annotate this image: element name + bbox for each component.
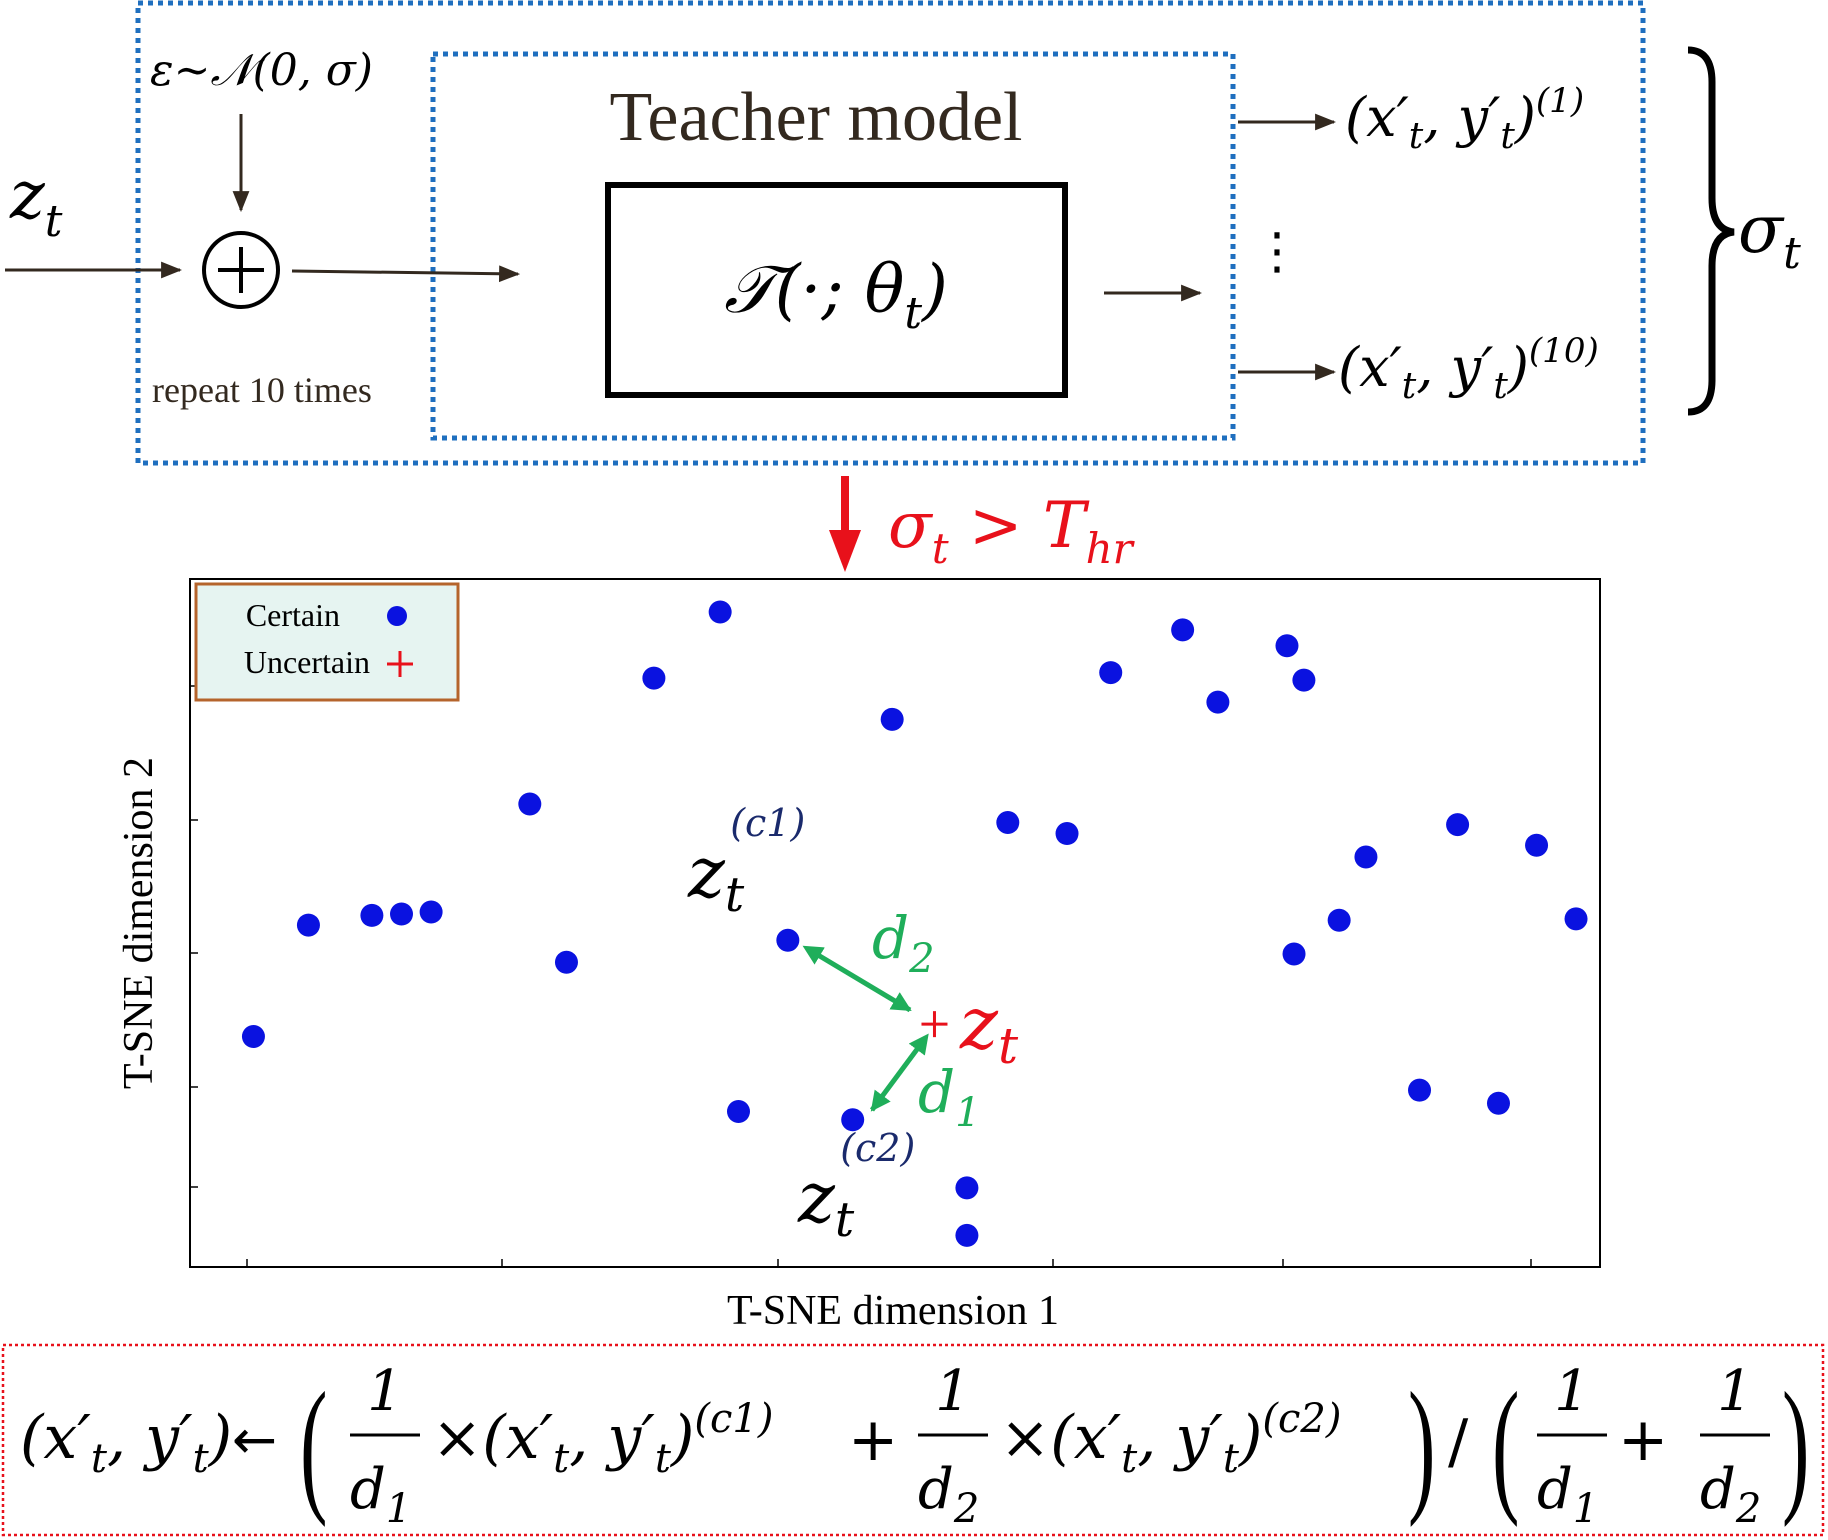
outer-dotted-box <box>135 0 1646 466</box>
equation-plus-2: + <box>1618 1405 1668 1475</box>
certain-point <box>708 600 732 624</box>
zc2-label: zt(c2) <box>797 1126 915 1248</box>
uncertain-point <box>921 1011 948 1038</box>
certain-point <box>241 1025 265 1049</box>
legend-label-uncertain: Uncertain <box>244 644 370 680</box>
equation-slash: / <box>1448 1407 1469 1477</box>
equation-open-paren-1: ( <box>300 1362 327 1528</box>
repeat-label: repeat 10 times <box>152 370 372 410</box>
condition-arrow-head <box>829 530 861 572</box>
frac2-num: 1 <box>935 1359 971 1424</box>
certain-point <box>360 903 384 927</box>
certain-point <box>1055 822 1079 846</box>
certain-point <box>1354 845 1378 869</box>
legend-label-certain: Certain <box>246 597 340 633</box>
certain-point <box>1408 1078 1432 1102</box>
certain-point <box>841 1108 865 1132</box>
certain-point <box>1275 634 1299 658</box>
y-axis-label: T-SNE dimension 2 <box>116 757 162 1089</box>
output-1-label: (x′t, y′t)(1) <box>1345 81 1584 157</box>
equation-dotted-box <box>1 1343 1825 1537</box>
certain-point <box>1206 690 1230 714</box>
certain-point <box>1446 813 1470 837</box>
certain-point <box>880 707 904 731</box>
teacher-model-expr: 𝒯(·; θt) <box>724 251 948 339</box>
output-ellipsis: ⋮ <box>1252 222 1302 280</box>
teacher-title: Teacher model <box>610 79 1023 156</box>
d1-label: d1 <box>918 1058 981 1136</box>
certain-point <box>776 928 800 952</box>
equation-open-paren-2: ( <box>1492 1362 1519 1528</box>
frac3-num: 1 <box>1554 1359 1590 1424</box>
certain-point <box>419 900 443 924</box>
x-axis-label: T-SNE dimension 1 <box>727 1288 1059 1334</box>
frac1-den: d1 <box>350 1457 411 1532</box>
equation-term2: ×(x′t, y′t)(c2) <box>1000 1396 1341 1482</box>
certain-point <box>296 913 320 937</box>
threshold-condition: σt > Thr <box>829 476 1136 573</box>
d1-arrow <box>869 1033 929 1112</box>
teacher-dotted-box <box>430 51 1236 441</box>
frac2-den: d2 <box>918 1457 979 1532</box>
certain-point <box>390 902 413 926</box>
legend-box <box>194 582 460 702</box>
certain-point <box>1292 668 1316 692</box>
certain-point <box>554 950 578 974</box>
d2-arrow <box>802 945 912 1013</box>
certain-point <box>518 792 542 816</box>
frac3-den: d1 <box>1537 1457 1598 1532</box>
output-10-label: (x′t, y′t)(10) <box>1338 331 1599 407</box>
sigma-t-label: σt <box>1738 191 1801 279</box>
right-brace <box>1687 46 1735 416</box>
equation-plus-1: + <box>848 1405 898 1475</box>
certain-point <box>955 1176 979 1200</box>
equation-term1: ×(x′t, y′t)(c1) <box>432 1396 773 1482</box>
certain-point <box>726 1100 750 1124</box>
sum-to-teacher-arrow <box>291 265 521 283</box>
noise-label: ε~𝒩(0, σ) <box>150 45 373 96</box>
condition-text: σt > Thr <box>888 489 1136 573</box>
certain-point <box>955 1223 979 1247</box>
d2-label: d2 <box>872 904 935 982</box>
frac4-num: 1 <box>1717 1359 1753 1424</box>
zc1-label: zt(c1) <box>687 801 805 923</box>
input-z-label: zt <box>9 157 63 247</box>
certain-point <box>1486 1091 1510 1115</box>
scatter-points <box>241 600 1588 1247</box>
certain-point <box>642 666 666 690</box>
interpolation-equation: (x′t, y′t) ← ( 1 d1 ×(x′t, y′t)(c1) + 1 … <box>1 1343 1825 1537</box>
legend: Certain Uncertain <box>194 582 460 702</box>
legend-marker-certain <box>387 606 407 626</box>
equation-lhs: (x′t, y′t) <box>20 1403 232 1482</box>
certain-point <box>996 811 1020 835</box>
certain-point <box>1282 942 1306 966</box>
zt-uncertain-label: zt <box>959 981 1019 1075</box>
equation-close-paren-1: ) <box>1408 1362 1435 1528</box>
sampling-block: ε~𝒩(0, σ) zt repeat 10 times Teacher mod… <box>5 0 1801 466</box>
teacher-model-box <box>605 182 1068 398</box>
certain-point <box>1327 908 1351 932</box>
certain-point <box>1525 833 1549 857</box>
equation-close-paren-2: ) <box>1782 1362 1809 1528</box>
certain-point <box>1171 618 1195 642</box>
certain-point <box>1564 907 1588 931</box>
frac4-den: d2 <box>1700 1457 1761 1532</box>
tsne-plot: T-SNE dimension 1 T-SNE dimension 2 Cert… <box>116 578 1601 1334</box>
equation-arrow: ← <box>232 1408 277 1471</box>
certain-point <box>1099 661 1123 685</box>
frac1-num: 1 <box>367 1359 403 1424</box>
